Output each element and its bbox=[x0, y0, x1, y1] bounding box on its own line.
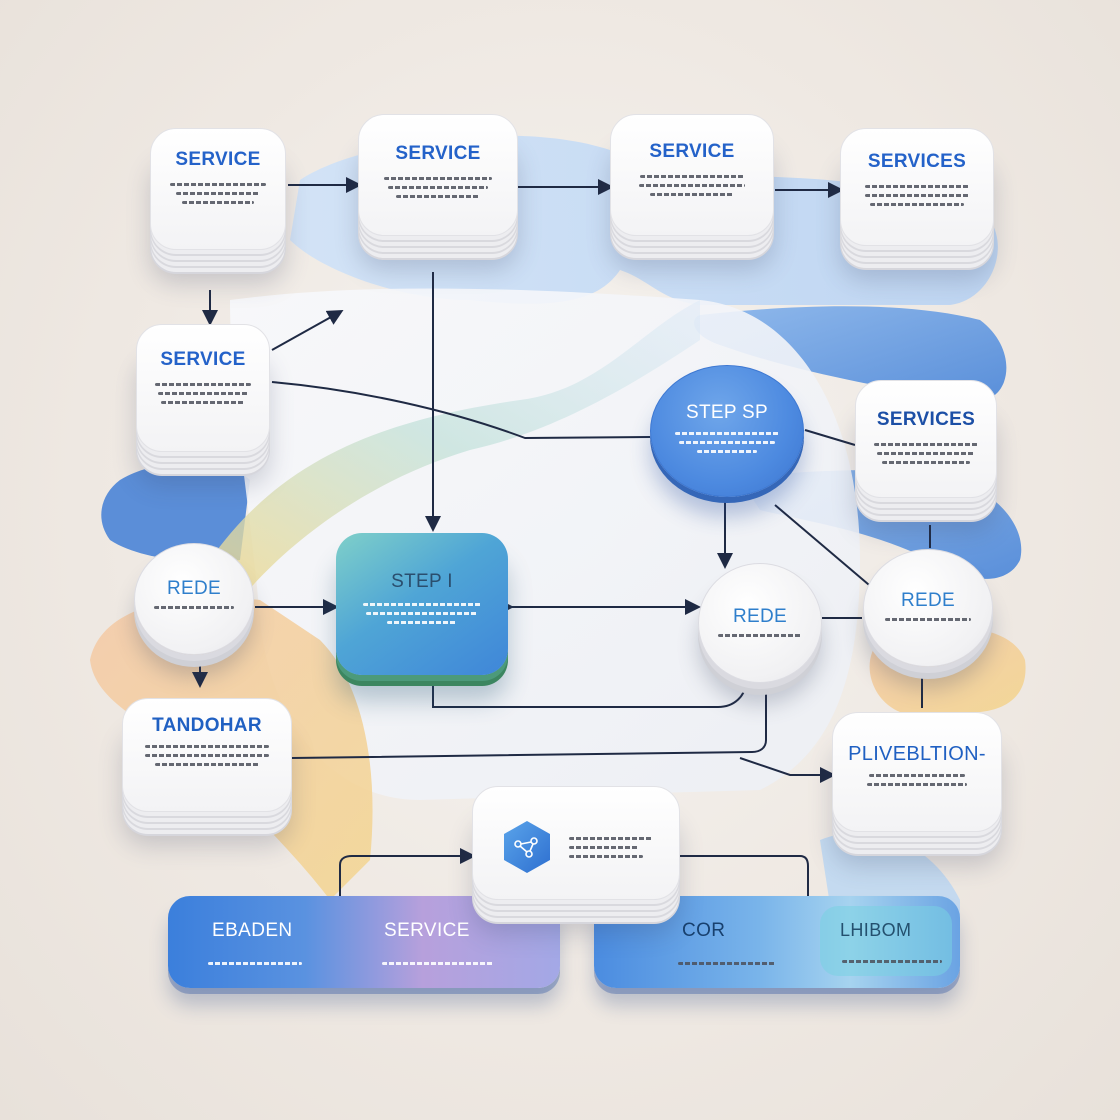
rede-right-description bbox=[864, 618, 992, 621]
services-card-right-description bbox=[856, 443, 996, 464]
step-1-description bbox=[336, 603, 508, 624]
rede-center-title: REDE bbox=[733, 606, 787, 627]
hexagon-network-icon bbox=[504, 821, 550, 873]
services-card-4[interactable]: SERVICES bbox=[840, 128, 994, 246]
plivebltion-description bbox=[833, 774, 1001, 786]
tandohar-card[interactable]: TANDOHAR bbox=[122, 698, 292, 812]
rede-node-center[interactable]: REDE bbox=[698, 563, 822, 683]
services-card-4-description bbox=[841, 185, 993, 206]
banner-left-description-b bbox=[382, 956, 494, 965]
icon-card[interactable] bbox=[472, 786, 680, 900]
service-card-1-description bbox=[151, 183, 285, 204]
service-card-left-title: SERVICE bbox=[160, 349, 246, 370]
step-1-node[interactable]: STEP I bbox=[336, 533, 508, 675]
service-card-left[interactable]: SERVICE bbox=[136, 324, 270, 452]
step-sp-title: STEP SP bbox=[685, 402, 768, 423]
service-card-2[interactable]: SERVICE bbox=[358, 114, 518, 236]
rede-node-right[interactable]: REDE bbox=[863, 549, 993, 667]
step-sp-description bbox=[651, 432, 803, 453]
service-card-3[interactable]: SERVICE bbox=[610, 114, 774, 236]
step-1-title: STEP I bbox=[391, 571, 453, 592]
service-card-2-title: SERVICE bbox=[395, 143, 481, 164]
banner-right-description-a bbox=[678, 956, 776, 965]
service-card-3-title: SERVICE bbox=[649, 141, 735, 162]
tandohar-title: TANDOHAR bbox=[152, 715, 262, 736]
step-sp-node[interactable]: STEP SP bbox=[650, 365, 804, 497]
service-card-1[interactable]: SERVICE bbox=[150, 128, 286, 250]
tandohar-description bbox=[123, 745, 291, 766]
banner-right-label-b: LHIBOM bbox=[840, 920, 912, 940]
rede-node-left[interactable]: REDE bbox=[134, 543, 254, 655]
services-card-right[interactable]: SERVICES bbox=[855, 380, 997, 498]
bottom-banner-right[interactable]: COR LHIBOM bbox=[594, 896, 960, 988]
banner-left-label-b: SERVICE bbox=[384, 920, 470, 941]
plivebltion-card[interactable]: PLIVEBLTION- bbox=[832, 712, 1002, 832]
icon-card-description bbox=[569, 831, 653, 858]
rede-right-title: REDE bbox=[901, 590, 955, 611]
rede-left-title: REDE bbox=[167, 578, 221, 599]
banner-left-label-a: EBADEN bbox=[212, 920, 293, 941]
service-card-1-title: SERVICE bbox=[175, 149, 261, 170]
rede-center-description bbox=[699, 634, 821, 637]
banner-left-description-a bbox=[208, 956, 302, 965]
service-card-left-description bbox=[137, 383, 269, 404]
service-card-3-description bbox=[611, 175, 773, 196]
service-card-2-description bbox=[359, 177, 517, 198]
rede-left-description bbox=[135, 606, 253, 609]
banner-right-inner-panel: LHIBOM bbox=[820, 906, 952, 976]
bottom-banner-left[interactable]: EBADEN SERVICE bbox=[168, 896, 560, 988]
banner-right-description-b bbox=[842, 954, 942, 963]
banner-right-label-a: COR bbox=[682, 920, 726, 941]
plivebltion-title: PLIVEBLTION- bbox=[848, 743, 986, 765]
services-card-4-title: SERVICES bbox=[867, 151, 967, 172]
services-card-right-title: SERVICES bbox=[876, 409, 976, 430]
